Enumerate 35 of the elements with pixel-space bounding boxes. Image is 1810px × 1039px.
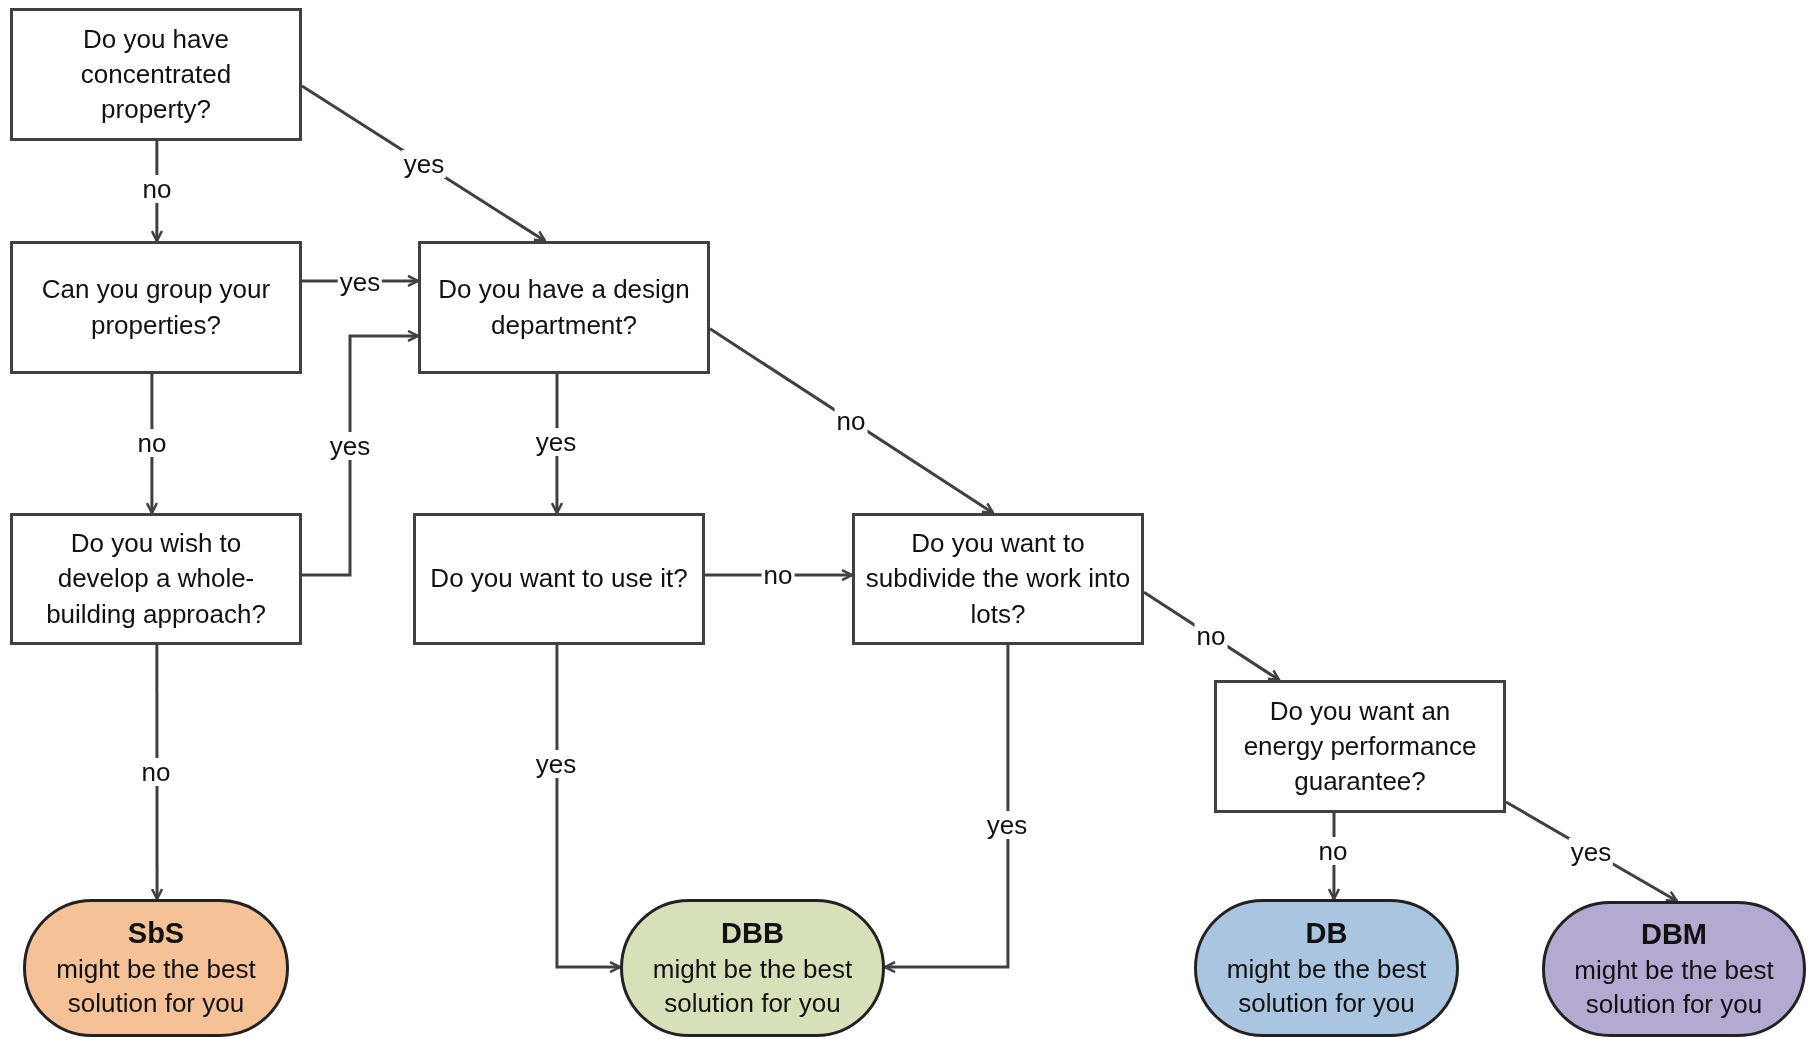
result-text: might be the best solution for you	[651, 953, 854, 1020]
edge-label: yes	[984, 811, 1030, 839]
decision-box	[418, 241, 710, 374]
result-title: DBM	[1640, 917, 1707, 953]
edge-label: yes	[401, 150, 447, 178]
result-text: might be the best solution for you	[55, 953, 257, 1020]
edge-label: yes	[533, 428, 579, 456]
arrow	[555, 645, 622, 974]
edge-label: no	[1194, 622, 1228, 650]
decision-box	[1214, 680, 1506, 813]
arrow	[883, 645, 1010, 974]
result-title: DB	[1305, 916, 1348, 952]
result-text: might be the best solution for you	[1573, 954, 1775, 1021]
question-text: Do you wish to develop a whole-building approach?	[45, 527, 267, 631]
result-title: DBB	[721, 916, 784, 952]
question-text: Do you have a design department?	[437, 273, 691, 342]
edge-label: no	[834, 407, 868, 435]
decision-box	[852, 513, 1144, 645]
decision-box	[10, 513, 302, 645]
question-text: Do you want to use it?	[430, 562, 688, 596]
question-text: Do you want to subdivide the work into lots?	[865, 527, 1131, 631]
question-text: Can you group your properties?	[40, 273, 272, 342]
decision-box	[413, 513, 705, 645]
decision-box	[10, 8, 302, 141]
question-text: Do you have concentrated property?	[79, 22, 233, 127]
edge-label: yes	[1568, 838, 1614, 866]
result-text: might be the best solution for you	[1225, 953, 1428, 1020]
arrow	[302, 329, 420, 577]
edge-label: yes	[327, 432, 373, 460]
edge-label: yes	[533, 750, 579, 778]
decision-box	[10, 241, 302, 374]
arrow	[709, 327, 995, 515]
question-text: Do you want an energy performance guarantee?	[1242, 694, 1478, 799]
result-title: SbS	[127, 916, 185, 952]
arrow	[150, 645, 164, 901]
